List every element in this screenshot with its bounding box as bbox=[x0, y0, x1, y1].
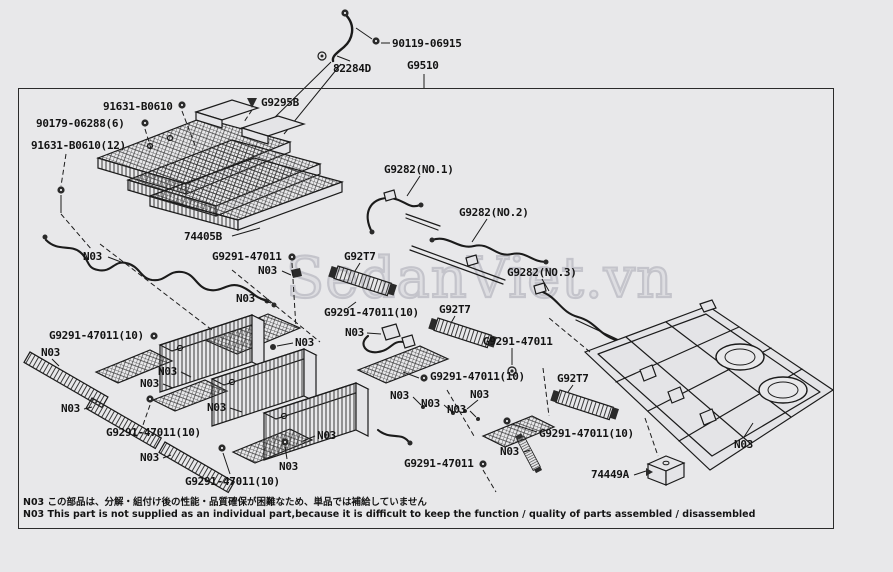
bolt-icon bbox=[57, 186, 65, 194]
part-label-g9291-47011-10-: G9291-47011(10) bbox=[430, 370, 525, 383]
bolt-icon bbox=[281, 438, 289, 446]
part-label-n03: N03 bbox=[158, 365, 177, 378]
arrow-icon bbox=[247, 98, 257, 108]
harness-g9282-no1 bbox=[366, 189, 441, 235]
side-rails bbox=[23, 351, 236, 494]
part-label-g92t7: G92T7 bbox=[344, 250, 376, 263]
harness-g9282-no2 bbox=[409, 237, 549, 285]
footnote: N03 この部品は、分解・組付け後の性能・品質確保が困難なため、単品では補給して… bbox=[23, 497, 823, 521]
part-label-g9291-47011-10-: G9291-47011(10) bbox=[324, 306, 419, 319]
part-label-n03: N03 bbox=[140, 377, 159, 390]
part-label-91631-b0610-12-: 91631-B0610(12) bbox=[31, 139, 126, 152]
bolt-icon bbox=[218, 444, 226, 452]
part-label-91631-b0610: 91631-B0610 bbox=[103, 100, 173, 113]
bolt-icon bbox=[479, 460, 487, 468]
part-label-90179-06288-6-: 90179-06288(6) bbox=[36, 117, 125, 130]
part-label-n03: N03 bbox=[258, 264, 277, 277]
part-label-g9291-47011: G9291-47011 bbox=[212, 250, 282, 263]
part-label-82284d: 82284D bbox=[333, 62, 371, 75]
part-label-g9282-no-2-: G9282(NO.2) bbox=[459, 206, 529, 219]
part-label-90119-06915: 90119-06915 bbox=[392, 37, 462, 50]
part-label-74405b: 74405B bbox=[184, 230, 222, 243]
part-label-g9291-47011-10-: G9291-47011(10) bbox=[106, 426, 201, 439]
part-label-g92t7: G92T7 bbox=[557, 372, 589, 385]
part-label-n03: N03 bbox=[345, 326, 364, 339]
part-label-n03: N03 bbox=[421, 397, 440, 410]
cover-74449a bbox=[646, 455, 686, 486]
part-label-g9295b: G9295B bbox=[261, 96, 299, 109]
part-label-n03: N03 bbox=[41, 346, 60, 359]
part-label-n03: N03 bbox=[390, 389, 409, 402]
part-label-g9291-47011-10-: G9291-47011(10) bbox=[185, 475, 280, 488]
part-label-g9291-47011: G9291-47011 bbox=[404, 457, 474, 470]
part-label-g9291-47011-10-: G9291-47011(10) bbox=[539, 427, 634, 440]
leader-lines bbox=[51, 175, 754, 476]
bolt-icon bbox=[141, 119, 149, 127]
part-label-n03: N03 bbox=[236, 292, 255, 305]
bolt-icon bbox=[288, 253, 296, 261]
part-label-g9282-no-1-: G9282(NO.1) bbox=[384, 163, 454, 176]
part-label-n03: N03 bbox=[61, 402, 80, 415]
nut-icon bbox=[507, 366, 517, 376]
part-label-g9510: G9510 bbox=[407, 59, 439, 72]
part-label-n03: N03 bbox=[207, 401, 226, 414]
battery-pack-assembly bbox=[96, 99, 344, 231]
part-label-n03: N03 bbox=[734, 438, 753, 451]
bolt-icon bbox=[420, 374, 428, 382]
footnote-jp: N03 この部品は、分解・組付け後の性能・品質確保が困難なため、単品では補給して… bbox=[23, 497, 427, 508]
bolt-icon bbox=[150, 332, 158, 340]
bolt-icon bbox=[178, 101, 186, 109]
fastener-icons bbox=[57, 98, 517, 468]
footnote-en: N03 This part is not supplied as an indi… bbox=[23, 508, 756, 520]
part-label-g9291-47011: G9291-47011 bbox=[483, 335, 553, 348]
part-label-n03: N03 bbox=[447, 403, 466, 416]
part-label-g9282-no-3-: G9282(NO.3) bbox=[507, 266, 577, 279]
top-harness-82284d bbox=[265, 9, 390, 135]
part-label-g9291-47011-10-: G9291-47011(10) bbox=[49, 329, 144, 342]
part-label-n03: N03 bbox=[140, 451, 159, 464]
part-label-n03: N03 bbox=[500, 445, 519, 458]
battery-tray bbox=[583, 299, 835, 471]
part-label-n03: N03 bbox=[470, 388, 489, 401]
part-label-n03: N03 bbox=[279, 460, 298, 473]
part-label-n03: N03 bbox=[295, 336, 314, 349]
bolt-icon bbox=[503, 417, 511, 425]
part-label-n03: N03 bbox=[83, 250, 102, 263]
battery-modules bbox=[158, 268, 416, 461]
part-label-n03: N03 bbox=[317, 429, 336, 442]
screw-icon bbox=[372, 37, 380, 45]
part-label-g92t7: G92T7 bbox=[439, 303, 471, 316]
part-label-74449a: 74449A bbox=[591, 468, 629, 481]
bolt-icon bbox=[146, 395, 154, 403]
